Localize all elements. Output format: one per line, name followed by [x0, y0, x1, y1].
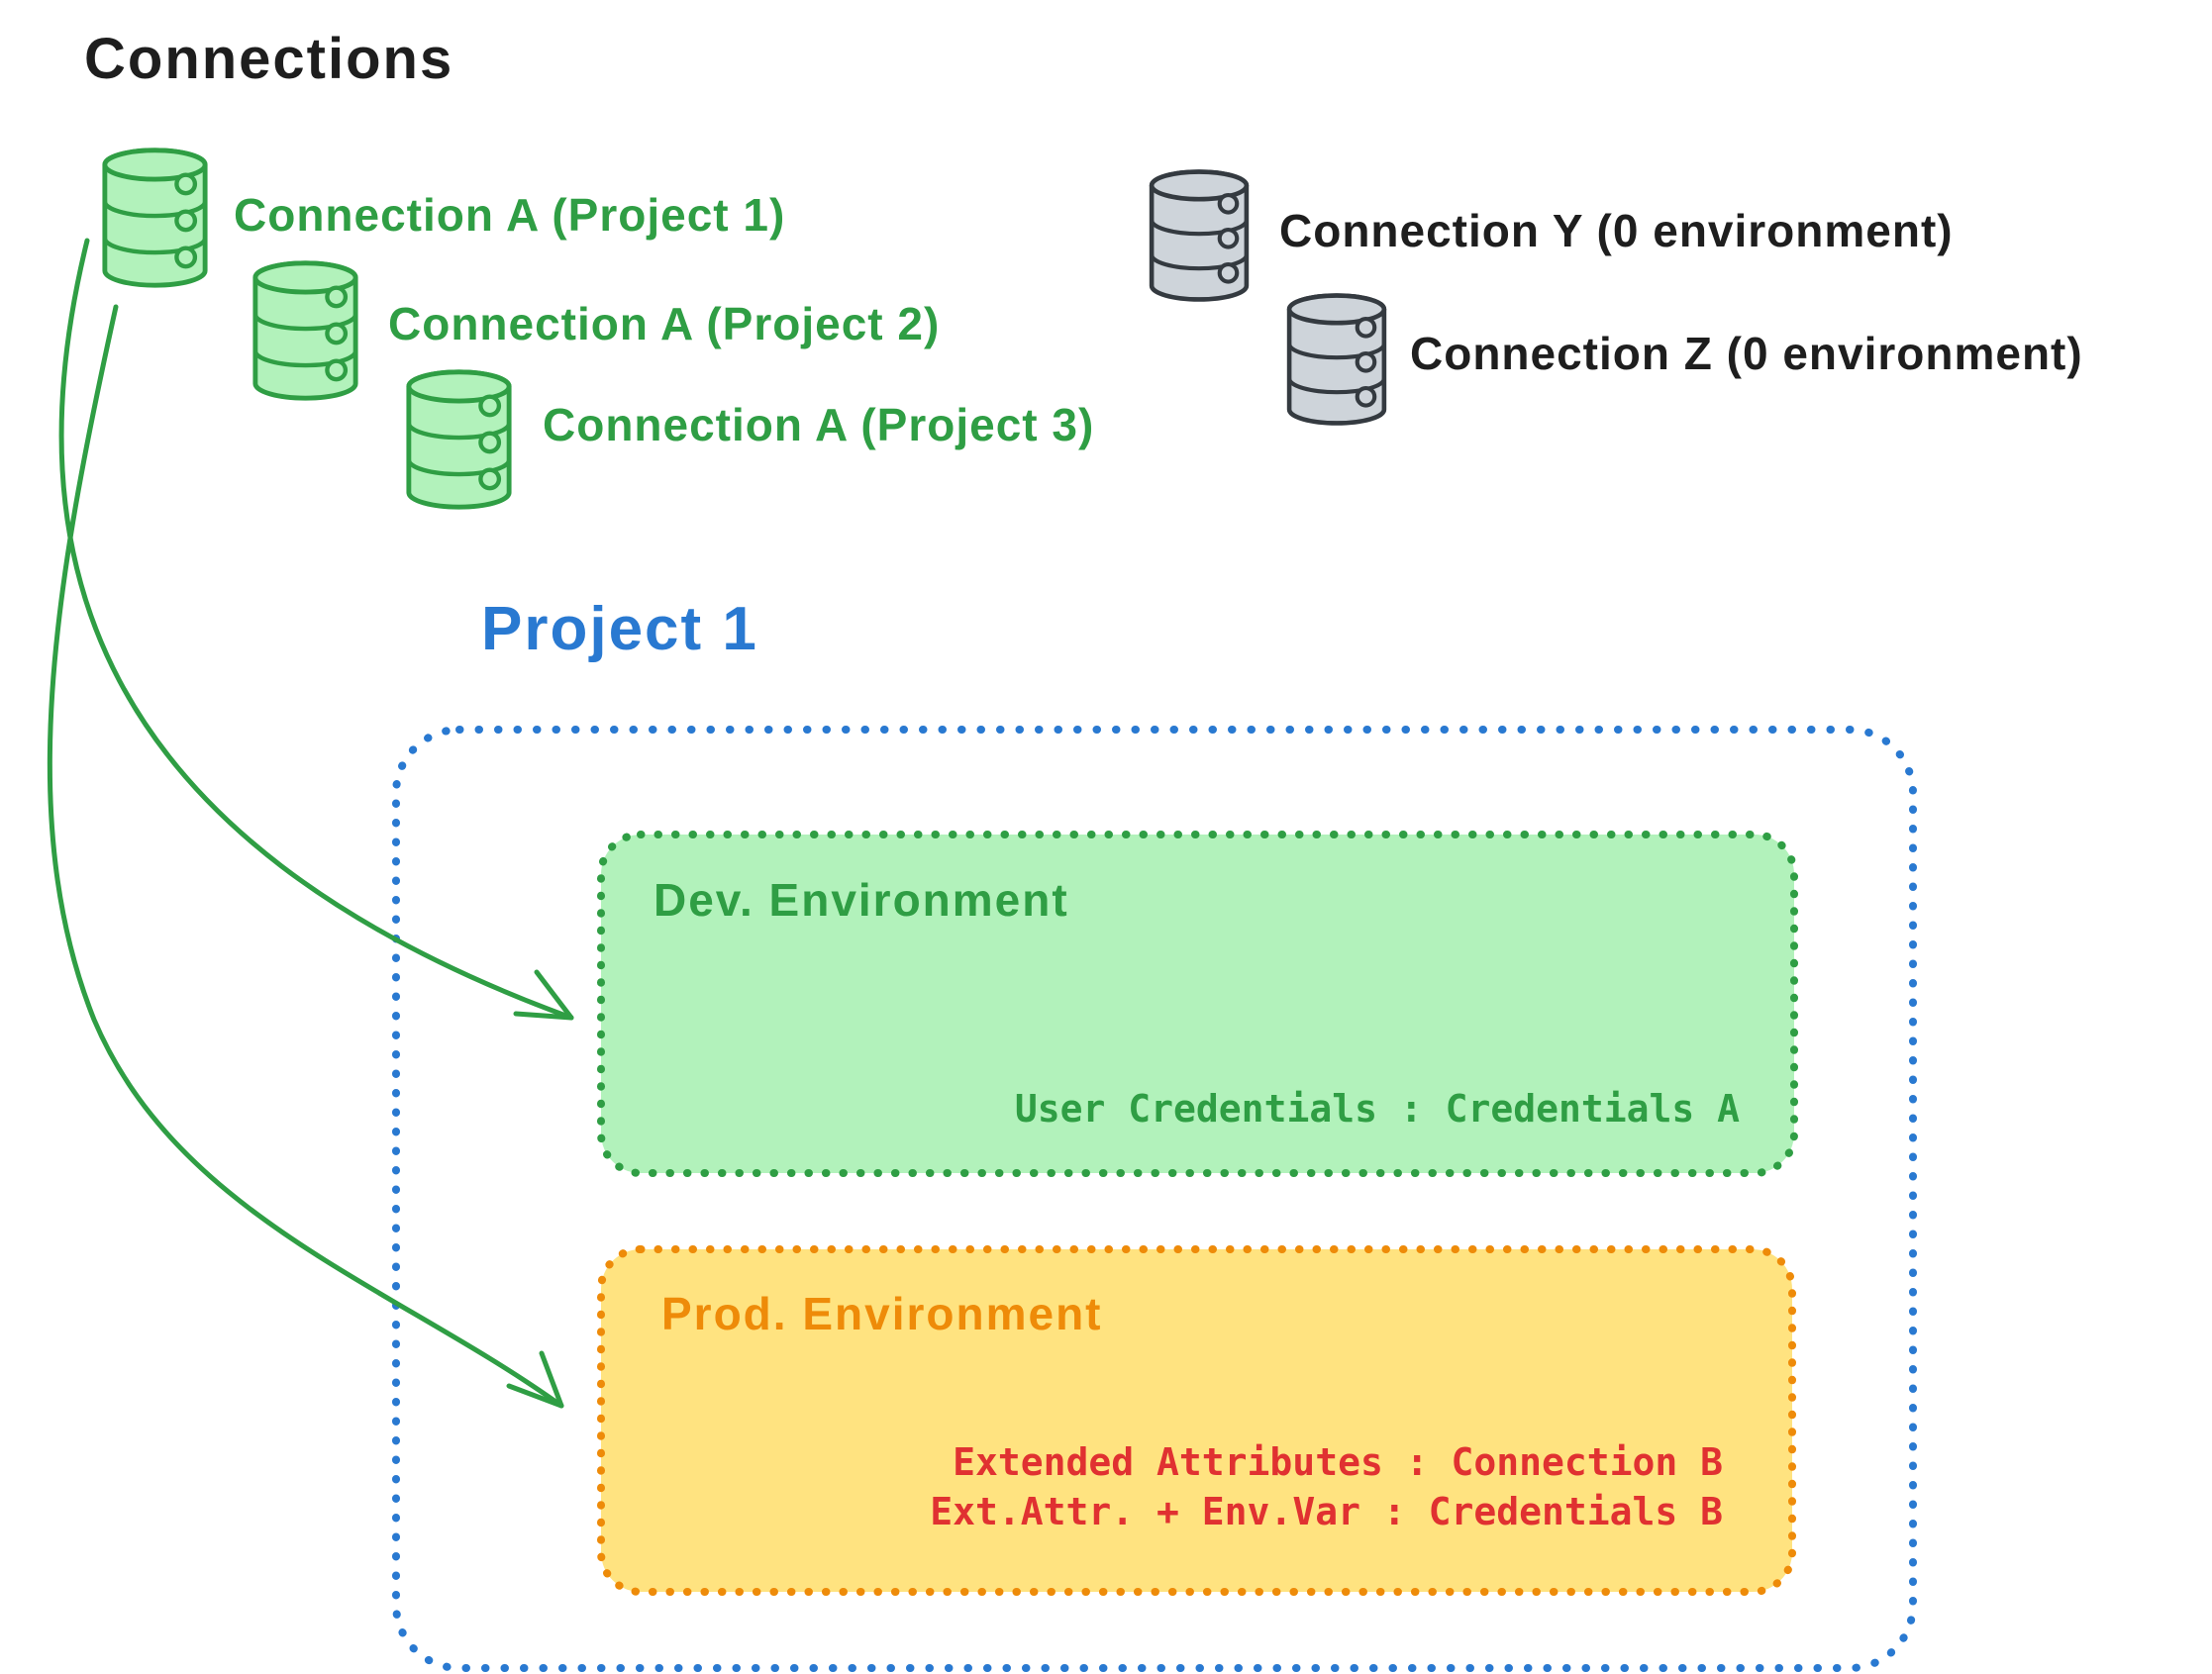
database-icon — [104, 149, 206, 286]
database-icon — [408, 371, 510, 508]
database-icon — [1152, 171, 1247, 300]
prod-env-var-mapping: Ext.Attr. + Env.Var : Credentials B — [930, 1490, 1723, 1533]
prod-environment-box — [597, 1245, 1796, 1596]
prod-extended-attributes-mapping: Extended Attributes : Connection B — [953, 1440, 1723, 1484]
arrow-connection-a-to-dev-environment — [58, 238, 574, 1021]
connection-y-label: Connection Y (0 environment) — [1279, 205, 1954, 256]
database-icon — [254, 262, 356, 399]
connection-a-project-2-label: Connection A (Project 2) — [388, 298, 941, 349]
database-icon — [1289, 295, 1384, 424]
connection-a-project-3-label: Connection A (Project 3) — [543, 399, 1095, 450]
dev-environment-title: Dev. Environment — [654, 874, 1069, 926]
connection-z-label: Connection Z (0 environment) — [1410, 328, 2083, 379]
prod-environment-title: Prod. Environment — [661, 1288, 1103, 1339]
diagram-title: Connections — [84, 27, 454, 91]
dev-environment-box — [597, 831, 1798, 1177]
dev-credentials-mapping: User Credentials : Credentials A — [1014, 1087, 1740, 1131]
arrow-connection-a-to-prod-environment — [47, 304, 564, 1409]
project-1-title: Project 1 — [481, 595, 758, 663]
connection-a-project-1-label: Connection A (Project 1) — [234, 189, 786, 241]
prod-mappings: Extended Attributes : Connection B Ext.A… — [594, 1437, 1723, 1536]
project-1-box — [392, 726, 1917, 1672]
